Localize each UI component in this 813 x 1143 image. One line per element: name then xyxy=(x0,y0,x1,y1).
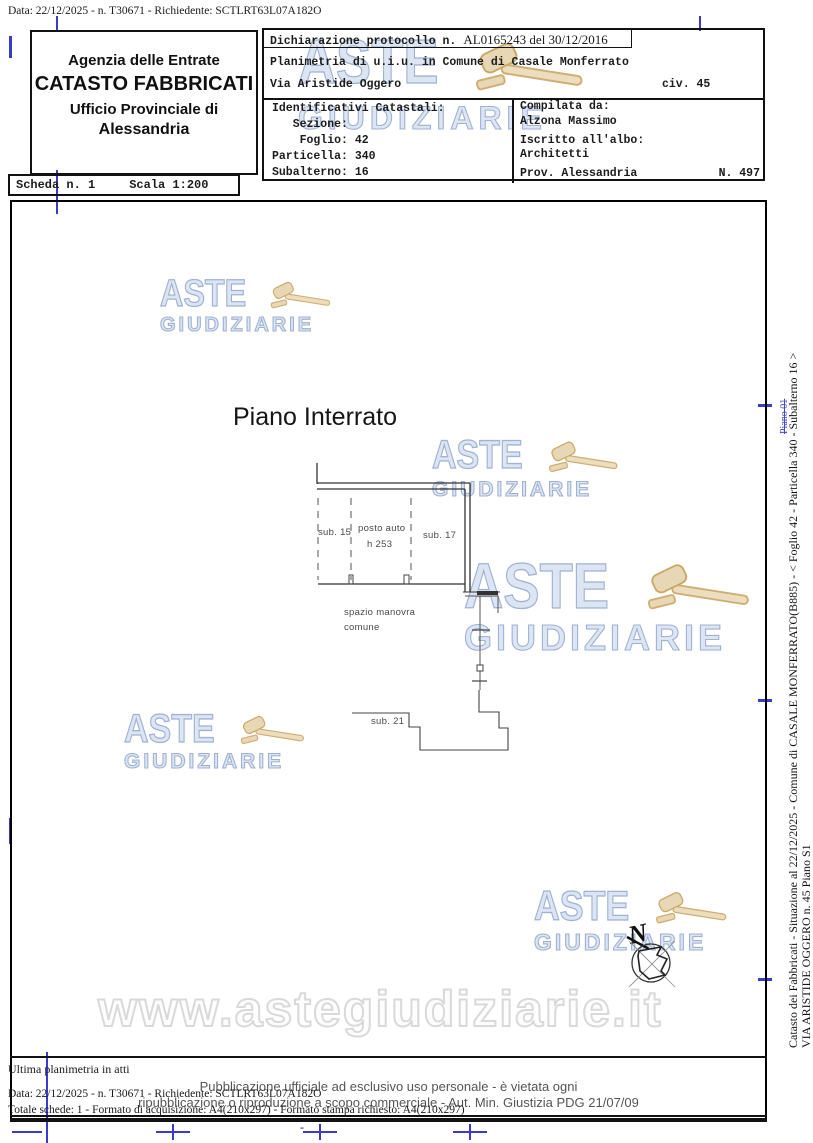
blue-fold-mark xyxy=(56,16,58,31)
identificativi-block: Identificativi Catastali: Sezione: Fogli… xyxy=(272,101,445,181)
declaration-box: Dichiarazione protocollo n. AL0165243 de… xyxy=(262,28,765,183)
compilata-name: Alzona Massimo xyxy=(520,114,617,128)
prov-row: Prov. Alessandria N. 497 xyxy=(520,167,760,180)
blue-cross-mark xyxy=(319,1124,321,1140)
catasto-title: CATASTO FABBRICATI xyxy=(34,73,254,95)
protocol-row: Dichiarazione protocollo n. AL0165243 de… xyxy=(270,32,608,48)
province-name: Alessandria xyxy=(98,121,190,138)
planimetria-line: Planimetria di u.i.u. in Comune di Casal… xyxy=(270,56,629,69)
page-dash: - xyxy=(300,1120,304,1134)
spazio-manovra-label: spazio manovra xyxy=(344,607,416,618)
comune-label: comune xyxy=(344,622,380,633)
foglio-row: Foglio: 42 xyxy=(272,134,369,147)
agency-header-box: Agenzia delle Entrate CATASTO FABBRICATI… xyxy=(30,30,258,175)
totale-schede-line: Totale schede: 1 - Formato di acquisizio… xyxy=(8,1104,465,1116)
albo-label: Iscritto all'albo: xyxy=(520,133,645,147)
compilata-label: Compilata da: xyxy=(520,100,610,113)
albo-number: N. 497 xyxy=(718,167,760,180)
sezione-row: Sezione: xyxy=(272,118,348,131)
compilata-block: Compilata da: Alzona Massimo Iscritto al… xyxy=(520,100,644,163)
altezza-label: h 253 xyxy=(367,539,393,550)
protocol-value: AL0165243 del 30/12/2016 xyxy=(463,32,608,47)
protocol-subbox xyxy=(264,30,632,48)
identificativi-title: Identificativi Catastali: xyxy=(272,102,445,115)
agency-name: Agenzia delle Entrate xyxy=(68,52,220,69)
divider-line xyxy=(512,98,514,183)
request-info-line: Data: 22/12/2025 - n. T30671 - Richieden… xyxy=(8,5,322,17)
footer-data-line: Data: 22/12/2025 - n. T30671 - Richieden… xyxy=(8,1088,322,1100)
particella-row: Particella: 340 xyxy=(272,150,376,163)
posto-auto-label: posto auto xyxy=(358,523,406,534)
street-line: Via Aristide Oggero xyxy=(270,78,402,91)
office-line: Ufficio Provinciale di xyxy=(69,101,219,118)
pubblicazione-line1: Pubblicazione ufficiale ad esclusivo uso… xyxy=(199,1079,578,1094)
albo-value: Architetti xyxy=(520,148,590,161)
footer-separator-line xyxy=(10,1056,767,1058)
sub15-label: sub. 15 xyxy=(318,527,352,538)
side-blue-stamp: Piano 01 xyxy=(779,398,790,434)
divider-line xyxy=(264,98,763,100)
sub17-label: sub. 17 xyxy=(423,530,457,541)
civic-number: civ. 45 xyxy=(662,78,711,91)
subalterno-row: Subalterno: 16 xyxy=(272,166,369,179)
bottom-rule-thin xyxy=(10,1115,767,1117)
side-address-line: VIA ARISTIDE OGGERO n. 45 Piano S1 xyxy=(799,844,813,1048)
blue-fold-mark xyxy=(9,36,12,58)
pubblicazione-line2: ripubblicazione o riproduzione a scopo c… xyxy=(138,1095,639,1110)
bottom-rule-thick xyxy=(10,1118,767,1122)
protocol-label: Dichiarazione protocollo n. xyxy=(270,35,457,48)
floorplan-drawing xyxy=(316,463,509,751)
prov-label: Prov. Alessandria xyxy=(520,167,638,180)
north-compass: N xyxy=(625,917,676,988)
blue-fold-mark xyxy=(56,170,58,214)
north-letter: N xyxy=(625,917,652,950)
ultima-planimetria-line: Ultima planimetria in atti xyxy=(8,1062,130,1076)
sub21-label: sub. 21 xyxy=(371,716,405,727)
blue-fold-mark xyxy=(699,16,701,31)
scheda-number: Scheda n. 1 xyxy=(16,178,96,192)
floor-title: Piano Interrato xyxy=(233,403,397,431)
scheda-scala-box: Scheda n. 1 Scala 1:200 xyxy=(8,174,240,196)
blue-fold-mark xyxy=(46,1052,48,1143)
blue-cross-mark xyxy=(469,1124,471,1140)
scala-value: Scala 1:200 xyxy=(129,178,209,192)
blue-cross-mark xyxy=(12,1131,42,1133)
blue-cross-mark xyxy=(172,1124,174,1140)
